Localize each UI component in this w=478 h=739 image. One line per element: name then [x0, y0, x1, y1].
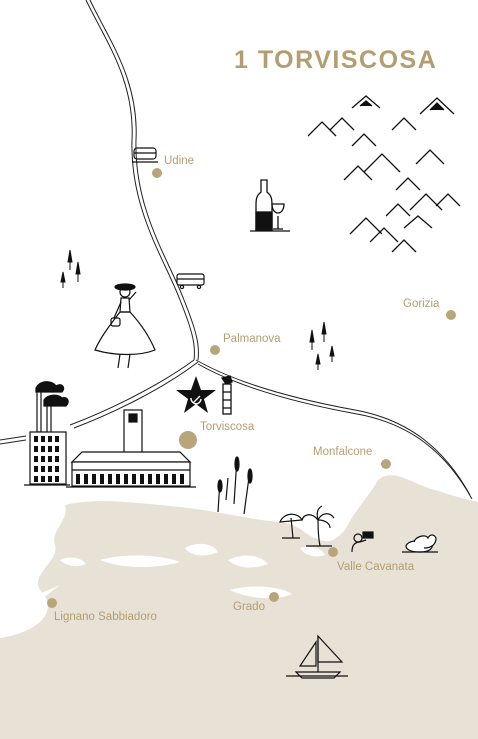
place-label-lignano: Lignano Sabbiadoro [54, 611, 157, 623]
cypress-trees-icon [60, 249, 335, 370]
map-title: 1 TORVISCOSA [234, 46, 438, 74]
place-dot-gorizia [446, 310, 456, 320]
woman-figure-icon [94, 283, 156, 369]
place-dot-lignano [47, 598, 57, 608]
binoculars-person-icon [351, 531, 374, 553]
town-hall-icon [66, 409, 196, 488]
place-dot-valle-cavanata [328, 547, 338, 557]
place-dot-monfalcone [381, 459, 391, 469]
place-label-grado: Grado [233, 601, 265, 613]
wine-icon [250, 179, 290, 232]
place-dot-torviscosa [179, 431, 197, 449]
place-dot-palmanova [210, 345, 220, 355]
sailboat-icon [286, 634, 348, 679]
factory-icon [24, 381, 70, 486]
roads [0, 0, 473, 500]
place-label-monfalcone: Monfalcone [313, 446, 373, 458]
sea-area [0, 475, 478, 739]
lagoon-island [60, 557, 86, 567]
place-dot-udine [152, 168, 162, 178]
train-icon [132, 147, 158, 163]
bus-icon [176, 273, 205, 290]
place-label-torviscosa: Torviscosa [200, 421, 255, 433]
palm-tree-icon [301, 505, 335, 547]
fasces-icon [220, 375, 233, 415]
lagoon-island [0, 585, 60, 625]
lagoon-island [100, 555, 180, 567]
place-label-palmanova: Palmanova [223, 333, 281, 345]
reeds-icon [217, 456, 253, 515]
place-label-valle-cavanata: Valle Cavanata [337, 561, 415, 573]
place-label-udine: Udine [164, 155, 195, 167]
mountains-icon [307, 95, 461, 253]
ducks-icon [402, 534, 438, 553]
place-dot-grado [269, 592, 279, 602]
place-label-gorizia: Gorizia [403, 298, 440, 310]
lagoon-island [185, 543, 218, 556]
lagoon-island [228, 555, 268, 568]
star-hammer-sickle-icon [176, 376, 216, 413]
lagoon-island [300, 546, 325, 557]
